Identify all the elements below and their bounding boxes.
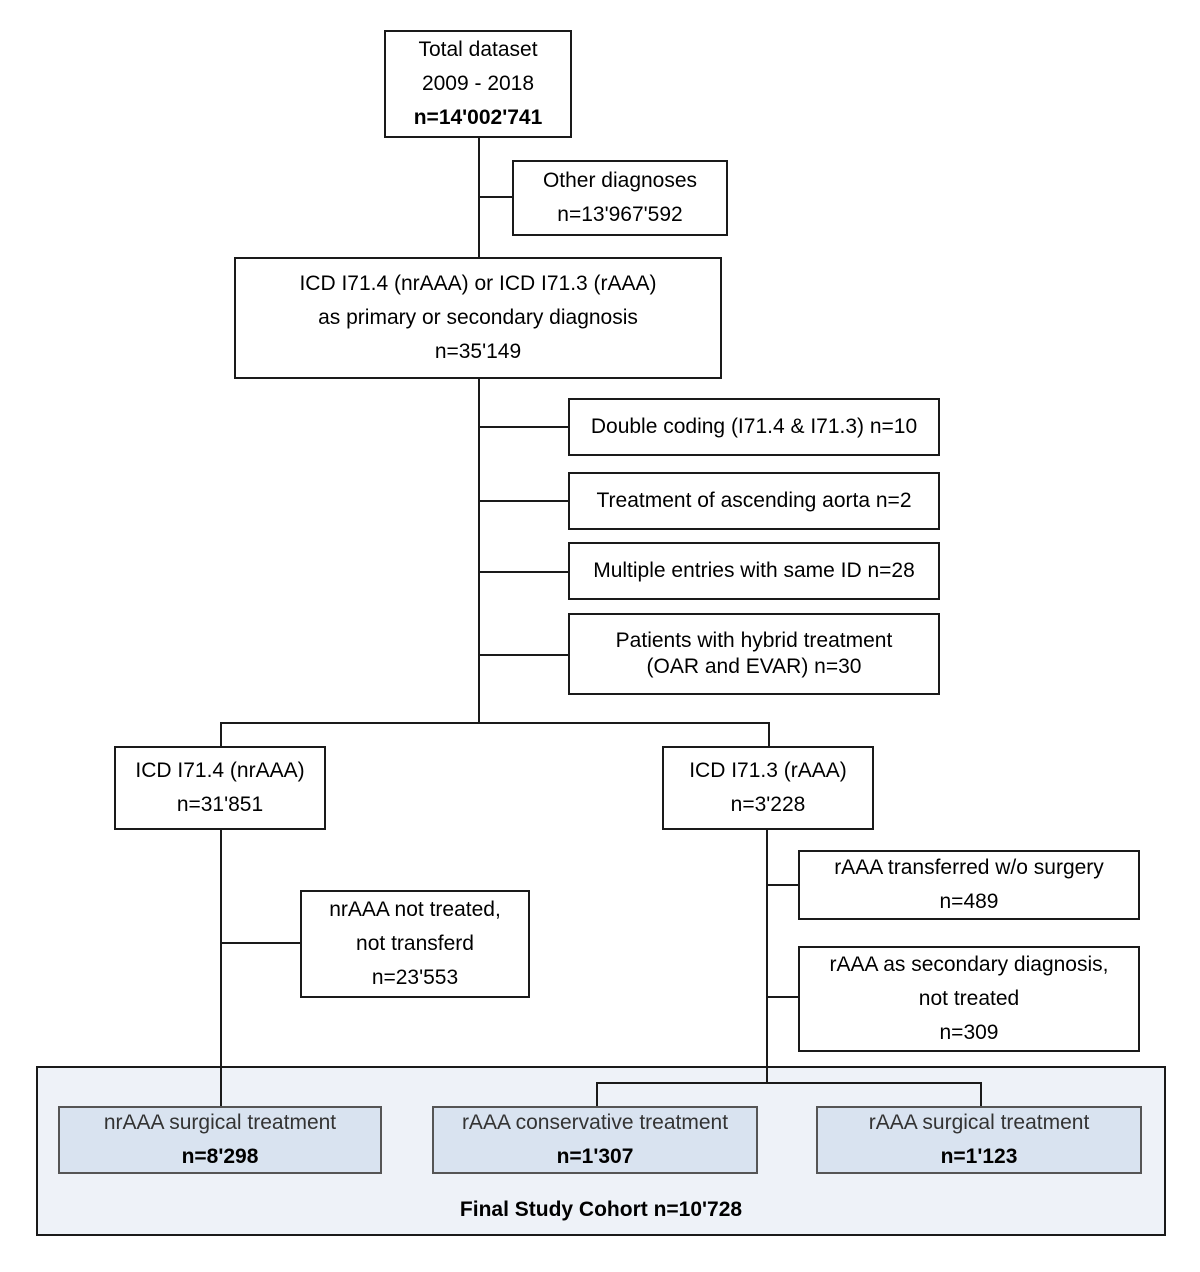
multiple-entries-box: Multiple entries with same ID n=28 [568, 542, 940, 600]
box-count: n=14'002'741 [413, 106, 543, 129]
box-text: (OAR and EVAR) n=30 [646, 655, 862, 678]
box-count: n=309 [939, 1021, 999, 1044]
connector-line [478, 654, 570, 656]
box-count: n=35'149 [434, 340, 522, 363]
nraaa-surgical-box: nrAAA surgical treatment n=8'298 [58, 1106, 382, 1174]
raaa-transferred-box: rAAA transferred w/o surgery n=489 [798, 850, 1140, 920]
box-count: n=8'298 [181, 1145, 259, 1168]
box-text: rAAA transferred w/o surgery [834, 856, 1104, 879]
box-count: n=1'123 [940, 1145, 1018, 1168]
connector-line [768, 722, 770, 748]
connector-line [766, 828, 768, 1082]
box-count: n=1'307 [556, 1145, 634, 1168]
hybrid-treatment-box: Patients with hybrid treatment (OAR and … [568, 613, 940, 695]
connector-line [478, 378, 480, 724]
box-text: 2009 - 2018 [421, 72, 535, 95]
double-coding-box: Double coding (I71.4 & I71.3) n=10 [568, 398, 940, 456]
ascending-aorta-box: Treatment of ascending aorta n=2 [568, 472, 940, 530]
raaa-secondary-box: rAAA as secondary diagnosis, not treated… [798, 946, 1140, 1052]
box-text: Double coding (I71.4 & I71.3) n=10 [590, 415, 918, 438]
connector-line [220, 828, 222, 1108]
nraaa-not-treated-box: nrAAA not treated, not transferd n=23'55… [300, 890, 530, 998]
box-count: n=3'228 [730, 793, 806, 816]
other-diagnoses-box: Other diagnoses n=13'967'592 [512, 160, 728, 236]
box-count: n=489 [939, 890, 999, 913]
raaa-box: ICD I71.3 (rAAA) n=3'228 [662, 746, 874, 830]
total-dataset-box: Total dataset 2009 - 2018 n=14'002'741 [384, 30, 572, 138]
box-text: as primary or secondary diagnosis [318, 306, 638, 329]
box-text: not transferd [356, 932, 474, 955]
connector-line [980, 1082, 982, 1108]
box-count: n=23'553 [371, 966, 459, 989]
box-count: n=13'967'592 [557, 203, 683, 226]
box-text: Patients with hybrid treatment [615, 629, 893, 652]
box-text: Multiple entries with same ID n=28 [593, 559, 915, 582]
connector-line [220, 722, 222, 748]
box-text: nrAAA surgical treatment [103, 1111, 337, 1134]
icd-diagnosis-box: ICD I71.4 (nrAAA) or ICD I71.3 (rAAA) as… [234, 257, 722, 379]
raaa-conservative-box: rAAA conservative treatment n=1'307 [432, 1106, 758, 1174]
connector-line [596, 1082, 982, 1084]
connector-line [478, 500, 570, 502]
box-text: Other diagnoses [542, 169, 698, 192]
connector-line [478, 196, 514, 198]
box-text: rAAA as secondary diagnosis, [829, 953, 1109, 976]
box-text: ICD I71.4 (nrAAA) or ICD I71.3 (rAAA) [299, 272, 657, 295]
nraaa-box: ICD I71.4 (nrAAA) n=31'851 [114, 746, 326, 830]
connector-line [596, 1082, 598, 1108]
box-text: rAAA conservative treatment [461, 1111, 729, 1134]
connector-line [220, 722, 770, 724]
box-text: nrAAA not treated, [329, 898, 501, 921]
connector-line [220, 942, 300, 944]
connector-line [478, 426, 570, 428]
box-text: ICD I71.3 (rAAA) [689, 759, 847, 782]
connector-line [766, 996, 800, 998]
raaa-surgical-box: rAAA surgical treatment n=1'123 [816, 1106, 1142, 1174]
connector-line [478, 571, 570, 573]
connector-line [766, 884, 800, 886]
box-count: n=31'851 [176, 793, 264, 816]
box-text: not treated [918, 987, 1020, 1010]
box-text: ICD I71.4 (nrAAA) [135, 759, 305, 782]
final-cohort-title: Final Study Cohort n=10'728 [459, 1198, 743, 1221]
box-text: Treatment of ascending aorta n=2 [596, 489, 912, 512]
box-text: Total dataset [418, 38, 538, 61]
box-text: rAAA surgical treatment [868, 1111, 1090, 1134]
